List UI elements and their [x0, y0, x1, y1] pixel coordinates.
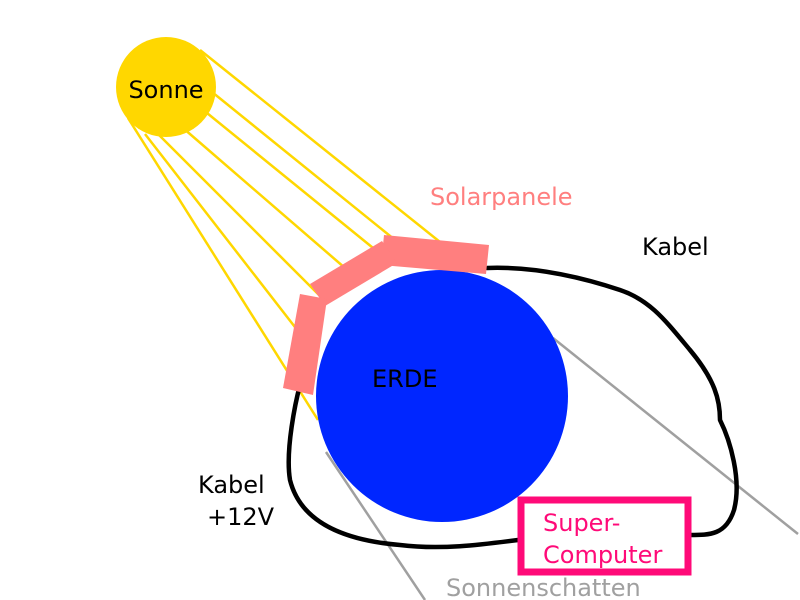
earth-label: ERDE: [372, 365, 437, 393]
sun-label: Sonne: [128, 76, 203, 104]
shadow-lines: [324, 337, 799, 600]
sun-rays: [126, 49, 441, 421]
shadow-line: [324, 451, 427, 600]
supercomputer-box: [517, 496, 692, 576]
sun-ray: [182, 127, 346, 269]
cable-top-label: Kabel: [642, 233, 709, 261]
sun-ray: [206, 112, 379, 253]
shadow-line: [552, 337, 799, 535]
sun-ray: [157, 133, 321, 297]
sun-ray: [199, 49, 441, 243]
solar-panel: [310, 241, 397, 306]
solar-panel: [381, 235, 489, 274]
cable-left-label-line2: +12V: [207, 503, 275, 531]
solar-panels: [283, 235, 489, 395]
supercomputer-label-line2: Computer: [543, 541, 662, 569]
supercomputer-label-line1: Super-: [543, 509, 620, 537]
shadow-label: Sonnenschatten: [446, 574, 641, 600]
solar-panel: [283, 294, 327, 395]
cable-loop: [286, 265, 739, 550]
earth: [316, 270, 568, 522]
sun-ray: [144, 133, 306, 341]
sun-ray: [211, 91, 401, 245]
solar-panels-label: Solarpanele: [430, 183, 573, 211]
sun: [116, 37, 216, 137]
cable-left-label-line1: Kabel: [198, 471, 265, 499]
